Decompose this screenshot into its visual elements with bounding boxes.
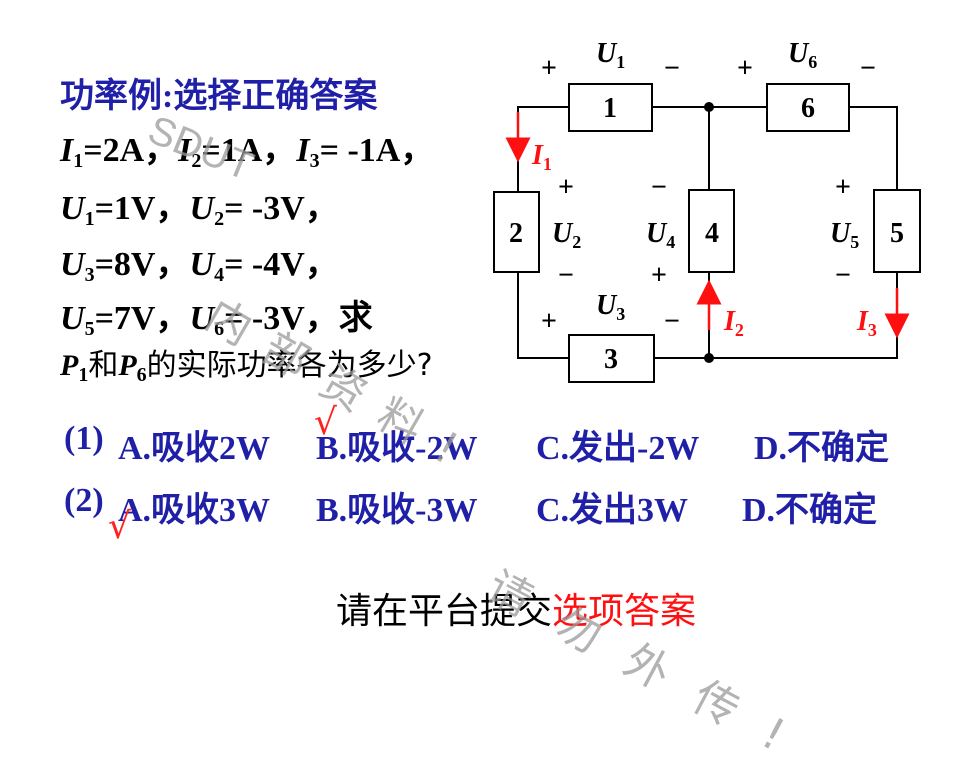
voltage-U3: U3 — [596, 290, 625, 324]
submit-instruction: 请在平台提交选项答案 — [336, 591, 697, 632]
problem-title: 功率例:选择正确答案 — [60, 78, 378, 115]
element-2-label: 2 — [509, 218, 523, 249]
element-5-label: 5 — [890, 218, 904, 249]
voltage-U2: U2 — [552, 218, 581, 252]
element-6-box — [766, 83, 850, 132]
U6-minus: − — [860, 53, 876, 84]
U6-plus: + — [737, 53, 753, 84]
given-line-2: U1=1V，U2= -3V， — [60, 190, 339, 230]
U1-minus: − — [664, 53, 680, 84]
U2-minus: − — [558, 260, 574, 291]
U5-plus: + — [835, 172, 851, 203]
q1-option-a[interactable]: A.吸收2W — [118, 430, 271, 467]
element-3-label: 3 — [604, 344, 618, 375]
element-5-box — [873, 189, 921, 273]
current-I3-label: I3 — [856, 306, 877, 340]
q1-option-d[interactable]: D.不确定 — [754, 430, 890, 467]
U3-plus: + — [541, 306, 557, 337]
circuit-diagram: 1 6 2 4 5 3 U1 U6 U2 U4 U5 U3 + − + − + … — [493, 38, 921, 383]
voltage-U5: U5 — [830, 218, 859, 252]
U2-plus: + — [558, 172, 574, 203]
U4-plus: + — [651, 260, 667, 291]
given-line-3: U3=8V，U4= -4V， — [60, 246, 339, 286]
question-line: P1和P6的实际功率各为多少? — [60, 348, 433, 386]
current-I1-label: I1 — [531, 140, 552, 174]
q1-option-b[interactable]: B.吸收-2W — [316, 430, 478, 467]
element-1-label: 1 — [603, 93, 617, 124]
node-top — [704, 102, 714, 112]
U5-minus: − — [835, 260, 851, 291]
check-mark-q2: √ — [108, 506, 131, 547]
voltage-U1: U1 — [596, 38, 625, 72]
q2-option-b[interactable]: B.吸收-3W — [316, 492, 478, 529]
element-4-box — [688, 189, 735, 273]
current-I2-label: I2 — [723, 306, 744, 340]
q2-number: (2) — [64, 482, 104, 519]
voltage-U4: U4 — [646, 218, 675, 252]
voltage-U6: U6 — [788, 38, 817, 72]
q2-option-a[interactable]: A.吸收3W — [118, 492, 271, 529]
element-6-label: 6 — [801, 93, 815, 124]
U1-plus: + — [541, 53, 557, 84]
given-line-4: U5=7V，U6= -3V，求 — [60, 300, 373, 340]
q2-option-d[interactable]: D.不确定 — [742, 492, 878, 529]
given-line-1: I1=2A，I2=1A，I3= -1A， — [60, 132, 435, 172]
element-4-label: 4 — [705, 218, 719, 249]
element-3-box — [568, 334, 655, 383]
element-1-box — [568, 83, 653, 132]
q1-number: (1) — [64, 420, 104, 457]
U4-minus: − — [651, 172, 667, 203]
U3-minus: − — [664, 306, 680, 337]
check-mark-q1: √ — [314, 402, 337, 443]
q1-option-c[interactable]: C.发出-2W — [536, 430, 700, 467]
element-2-box — [493, 191, 540, 273]
node-bottom — [704, 353, 714, 363]
q2-option-c[interactable]: C.发出3W — [536, 492, 689, 529]
